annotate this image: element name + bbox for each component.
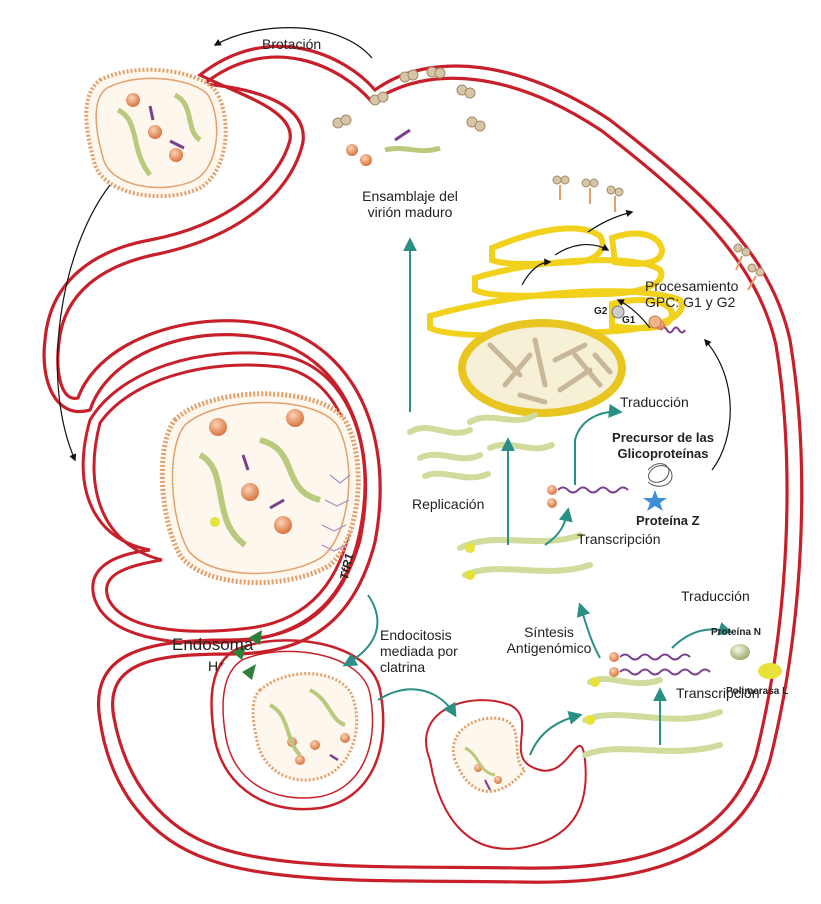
label-g1: G1 <box>622 313 635 329</box>
budding-virion <box>86 70 225 197</box>
proteina-n-shape <box>730 644 750 660</box>
label-transcripcion-top: Transcripción <box>577 531 661 547</box>
label-h-plus: H⁺ <box>208 658 226 674</box>
attached-virion <box>162 394 358 583</box>
label-replicacion: Replicación <box>412 496 484 512</box>
label-endocitosis: Endocitosis mediada por clatrina <box>380 627 458 675</box>
glycoprotein-precursor <box>648 464 672 487</box>
proteina-z-star <box>643 490 667 511</box>
label-sintesis: Síntesis Antigenómico <box>494 624 604 656</box>
label-procesamiento: Procesamiento GPC: G1 y G2 <box>645 278 738 310</box>
label-traduccion-bottom: Traducción <box>681 588 750 604</box>
label-brotacion: Brotación <box>262 36 321 52</box>
label-g2: G2 <box>594 304 607 320</box>
label-proteina-z: Proteína Z <box>636 513 700 529</box>
budding-site <box>333 67 764 276</box>
label-precursor: Precursor de las Glicoproteínas <box>588 430 738 462</box>
label-traduccion-top: Traducción <box>620 394 689 410</box>
label-ensamblaje: Ensamblaje del virión maduro <box>340 188 480 220</box>
label-endosoma: Endosoma <box>172 637 253 653</box>
label-proteina-n: Proteína N <box>711 625 761 641</box>
nucleus <box>462 323 622 413</box>
label-transcripcion-bottom: Transcripción <box>676 685 760 701</box>
polimerasa-l-shape <box>758 663 782 679</box>
